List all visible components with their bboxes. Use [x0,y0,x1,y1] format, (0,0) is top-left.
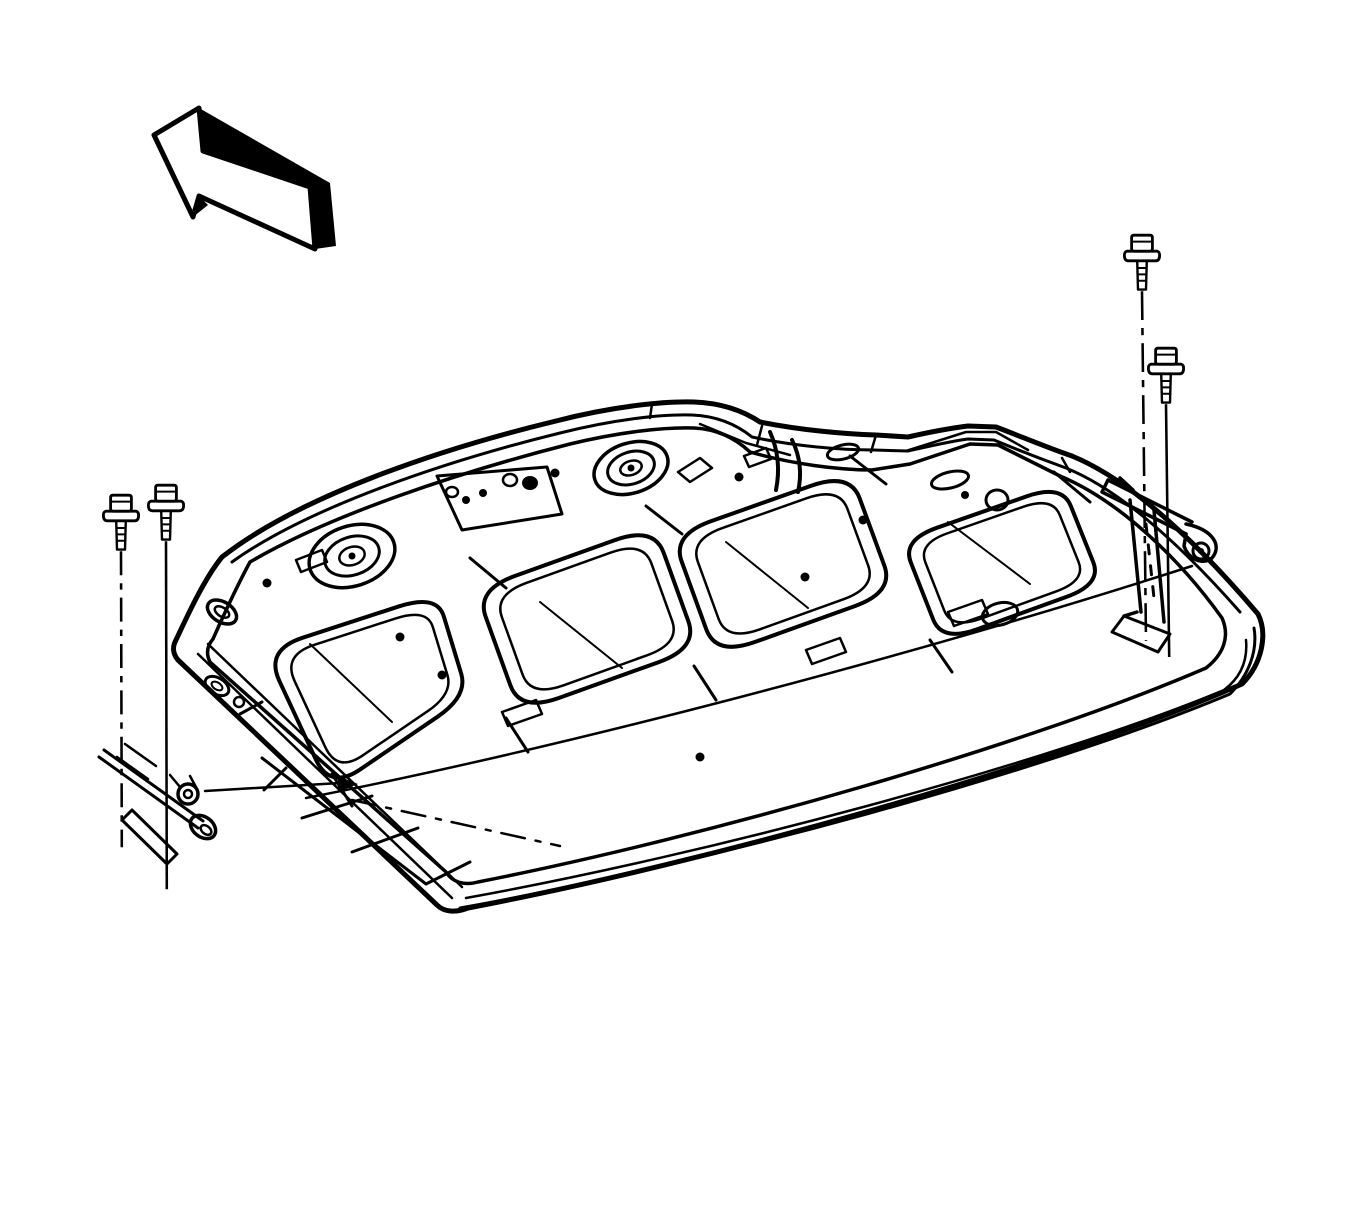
opening-left [273,599,465,780]
bolt-left-outer-threads [116,527,126,542]
circle-rear [984,488,1010,512]
dome2-ring3 [619,459,643,477]
hinge-right-pad [1110,614,1172,654]
hole-left-small [232,695,246,709]
edge-tick-4 [1060,456,1072,474]
opening-right-inner-flange [922,501,1082,624]
latch-hole-5 [522,476,538,490]
dome2-ring1 [592,439,670,497]
bolt-right-upper-threads [1137,267,1147,282]
hinge-left-plate [120,808,179,866]
rod-cap-outer [188,813,218,841]
cowl-bar-1 [768,430,780,492]
keyhole-left-inner [213,605,231,619]
opening-center-left [481,533,693,705]
dome1-ring2 [323,534,381,578]
cowl-echo-right [904,430,1030,453]
bolt-right-lower-flange [1146,362,1186,376]
opening-center-right-inner-flange [695,493,871,635]
corner-ribs [260,756,472,886]
panel-tabs [294,446,990,728]
panel-dot-2 [395,632,405,642]
hinge-right-arm [1182,522,1218,563]
bolt-right-lower-cap [1154,346,1178,366]
bolt-right-upper-cap [1130,233,1154,253]
opening-diagonals [309,521,1031,723]
bolt-left-inner-threads [161,517,171,532]
keyhole-left2-outer [203,674,231,698]
hook-circle-inner [182,788,194,800]
opening-left-inner-flange [290,613,450,764]
oval-rear-2 [929,469,971,491]
direction-arrow-barb [193,196,208,217]
latch-plate [435,465,564,532]
keyhole-left-outer [205,598,239,626]
hook-circle [176,782,200,806]
hinge-pivot-inner [1198,548,1204,554]
latch-hole-3 [479,489,487,497]
dome1-ring1 [307,522,397,590]
panel-dot-8 [695,752,705,762]
keyhole-left2-inner [210,680,224,692]
bolt-right-lower-leader-line [1164,404,1171,658]
panel-dot-1 [262,578,272,588]
latch-hole-2 [462,496,470,504]
dome2-center [627,464,635,472]
bolt-right-upper-flange [1122,249,1162,263]
oval-right-panel [980,600,1020,628]
left-hem-line-1 [196,652,454,900]
prop-rod [97,748,205,830]
panel-dot-7 [858,515,868,525]
bolt-left-outer [101,493,141,848]
bolt-left-outer-leader-line [119,551,124,848]
dome2-ring2 [606,449,656,487]
rod-cap-inner [199,823,213,837]
cowl-bar-2 [790,438,802,494]
bolt-left-inner-cap [154,483,178,503]
bolt-right-lower-threads [1161,380,1171,395]
front-hem-line-1 [458,626,1257,910]
panel-dot-4 [550,468,560,478]
bolt-left-outer-flange [101,509,141,523]
pointer-dash-leader [350,798,562,848]
bolt-left-inner-flange [146,499,186,513]
dome1-ring3 [338,545,366,567]
edge-tick-3 [648,402,654,420]
bolt-right-lower [1146,346,1186,658]
dome1-center [348,552,356,560]
hinge-pivot-outer [1191,541,1211,561]
edge-tick-2 [869,433,878,454]
bolt-left-inner-leader-line [164,541,169,890]
latch-hole-4 [501,472,519,488]
pointer-line [203,781,342,793]
bolt-right-upper-leader-line [1140,291,1148,641]
edge-tick-1 [755,424,764,447]
front-hem-line-2 [464,638,1248,900]
pointer-arrowhead [338,776,358,792]
panel-dot-5 [734,472,744,482]
hood-outer-outline [171,399,1266,914]
hinge-right-hatch [1144,522,1156,600]
bolt-right-upper [1122,233,1162,641]
panel-dot-9 [961,491,969,499]
latch-hole-1 [444,485,460,499]
direction-arrow-band [199,108,336,249]
opening-right [907,489,1097,636]
panel-dot-3 [437,670,447,680]
left-hem-line-2 [206,642,464,889]
bolt-left-outer-cap [109,493,133,513]
inner-band-line [304,564,1194,800]
opening-center-right [677,479,889,649]
bolt-left-inner [146,483,186,890]
panel-dot-6 [800,572,810,582]
opening-center-left-inner-flange [499,547,675,691]
oval-rear-1 [825,442,861,462]
